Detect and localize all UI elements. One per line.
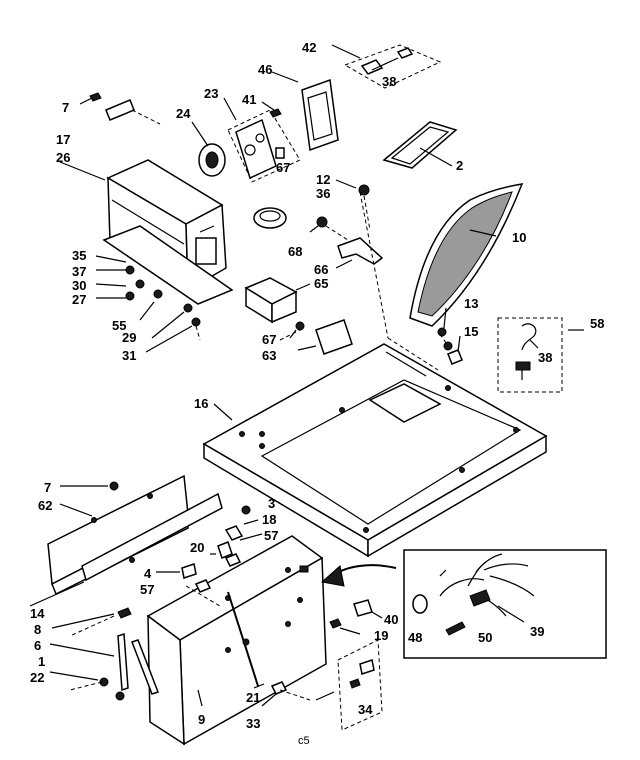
part-46-bracket	[271, 71, 339, 152]
callout-17: 17	[56, 132, 70, 147]
part-36-dial	[253, 207, 287, 229]
callout-38-lower: 38	[538, 350, 552, 365]
callout-65: 65	[314, 276, 328, 291]
callout-37: 37	[72, 264, 86, 279]
part-40-switch	[353, 599, 383, 619]
callout-55: 55	[112, 318, 126, 333]
callout-21: 21	[246, 690, 260, 705]
part-12-knob	[335, 179, 371, 231]
callout-3: 3	[268, 496, 275, 511]
part-13-screw	[437, 307, 453, 353]
callout-35: 35	[72, 248, 86, 263]
callout-31: 31	[122, 348, 136, 363]
part-58-assembly	[497, 317, 584, 393]
callout-18: 18	[262, 512, 276, 527]
callout-42: 42	[302, 40, 316, 55]
callout-67: 67	[276, 160, 290, 175]
harness-inset	[320, 549, 607, 659]
leader-lines	[69, 191, 439, 701]
callout-33: 33	[246, 716, 260, 731]
callout-14: 14	[30, 606, 45, 621]
callout-63: 63	[262, 348, 276, 363]
part-24-motor	[191, 121, 226, 177]
footer-code: c5	[298, 735, 310, 747]
callout-15: 15	[464, 324, 478, 339]
part-57-clip	[194, 533, 263, 593]
callout-24: 24	[176, 106, 191, 121]
part-15-clip	[447, 335, 463, 365]
part-34-bracket	[315, 639, 383, 731]
part-22-screw	[49, 671, 125, 701]
part-23-timer	[223, 97, 301, 183]
callout-6: 6	[34, 638, 41, 653]
callout-7: 7	[62, 100, 69, 115]
callout-1: 1	[38, 654, 45, 669]
callout-8: 8	[34, 622, 41, 637]
callout-16: 16	[194, 396, 208, 411]
callout-19: 19	[374, 628, 388, 643]
callout-27: 27	[72, 292, 86, 307]
part-18-bracket	[224, 519, 259, 541]
callout-12: 12	[316, 172, 330, 187]
part-20-switch	[210, 541, 233, 559]
callout-66: 66	[314, 262, 328, 277]
callout-58: 58	[590, 316, 604, 331]
part-9-front-panel	[146, 535, 327, 746]
callout-41: 41	[242, 92, 256, 107]
callout-67-lower: 67	[262, 332, 276, 347]
callout-36: 36	[316, 186, 330, 201]
callout-22: 22	[30, 670, 44, 685]
part-42-assembly	[331, 44, 442, 89]
callout-40: 40	[384, 612, 398, 627]
callout-9: 9	[198, 712, 205, 727]
callout-13: 13	[464, 296, 478, 311]
callout-29: 29	[122, 330, 136, 345]
callout-20: 20	[190, 540, 204, 555]
callout-57-lower: 57	[140, 582, 154, 597]
part-62-control-panel	[29, 474, 223, 607]
part-21-rod	[227, 591, 265, 689]
callout-2: 2	[456, 158, 463, 173]
callout-4: 4	[144, 566, 152, 581]
part-7-17-bracket	[79, 92, 161, 125]
callout-labels: 42 38 46 7 23 41 24 17 26 67 2 12 36 10 …	[30, 40, 604, 747]
callout-57: 57	[264, 528, 278, 543]
part-67-screw	[289, 321, 305, 339]
part-4-bracket	[156, 563, 197, 579]
callout-68: 68	[288, 244, 302, 259]
callout-23: 23	[204, 86, 218, 101]
part-8-screw	[51, 607, 132, 629]
callout-10: 10	[512, 230, 526, 245]
callout-7-lower: 7	[44, 480, 51, 495]
part-68-screw	[309, 216, 349, 241]
callout-26: 26	[56, 150, 70, 165]
callout-50: 50	[478, 630, 492, 645]
part-16-top-cover	[202, 343, 548, 558]
part-19-screw	[329, 618, 361, 635]
callout-34: 34	[358, 702, 373, 717]
part-6-bar	[49, 632, 159, 695]
part-10-console-panel	[409, 183, 524, 327]
part-63-cover	[297, 319, 353, 355]
part-65-relay	[244, 277, 311, 324]
part-35-base-plate	[95, 225, 234, 353]
callout-38: 38	[382, 74, 396, 89]
part-3-screw	[241, 505, 251, 515]
part-2-panel	[382, 121, 458, 169]
callout-30: 30	[72, 278, 86, 293]
callout-46: 46	[258, 62, 272, 77]
part-66-switch	[335, 237, 384, 269]
callout-48: 48	[408, 630, 422, 645]
callout-39: 39	[530, 624, 544, 639]
callout-62: 62	[38, 498, 52, 513]
